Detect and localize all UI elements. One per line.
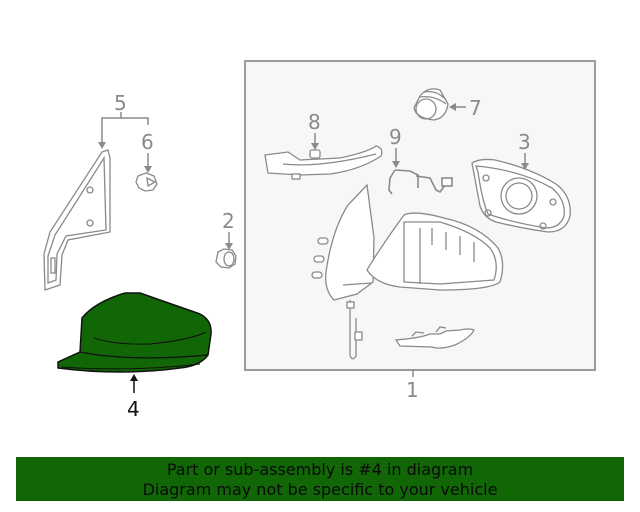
part-2-nut[interactable]	[215, 248, 237, 269]
banner-line-2: Diagram may not be specific to your vehi…	[142, 480, 498, 499]
mirror-housing	[311, 183, 504, 360]
callout-1[interactable]: 1	[406, 378, 419, 402]
part-3-mirror-glass[interactable]	[471, 158, 571, 233]
callout-7-leader	[449, 103, 466, 111]
part-9-harness[interactable]	[388, 169, 453, 195]
callout-8[interactable]: 8	[308, 110, 321, 134]
callout-8-leader	[311, 133, 319, 150]
callout-4-leader	[130, 374, 138, 393]
lower-bracket-piece	[394, 326, 475, 349]
callout-5[interactable]: 5	[114, 91, 127, 115]
part-6-clip[interactable]	[135, 172, 158, 192]
callout-7[interactable]: 7	[469, 96, 482, 120]
callout-2[interactable]: 2	[222, 209, 235, 233]
part-7-grommet[interactable]	[413, 88, 449, 121]
callout-3-leader	[521, 153, 529, 170]
callout-6[interactable]: 6	[141, 130, 154, 154]
callout-2-leader	[225, 232, 233, 250]
callout-4[interactable]: 4	[127, 397, 140, 421]
part-5-bracket[interactable]	[43, 149, 111, 291]
callout-9[interactable]: 9	[389, 125, 402, 149]
part-8-turn-signal[interactable]	[264, 145, 383, 180]
callout-6-leader	[144, 153, 152, 173]
banner-line-1: Part or sub-assembly is #4 in diagram	[166, 460, 474, 479]
callout-9-leader	[392, 148, 400, 168]
part-4-mirror-cover[interactable]	[57, 292, 212, 373]
callout-5-leader	[98, 112, 149, 149]
info-banner: Part or sub-assembly is #4 in diagram Di…	[16, 457, 624, 501]
callout-3[interactable]: 3	[518, 130, 531, 154]
